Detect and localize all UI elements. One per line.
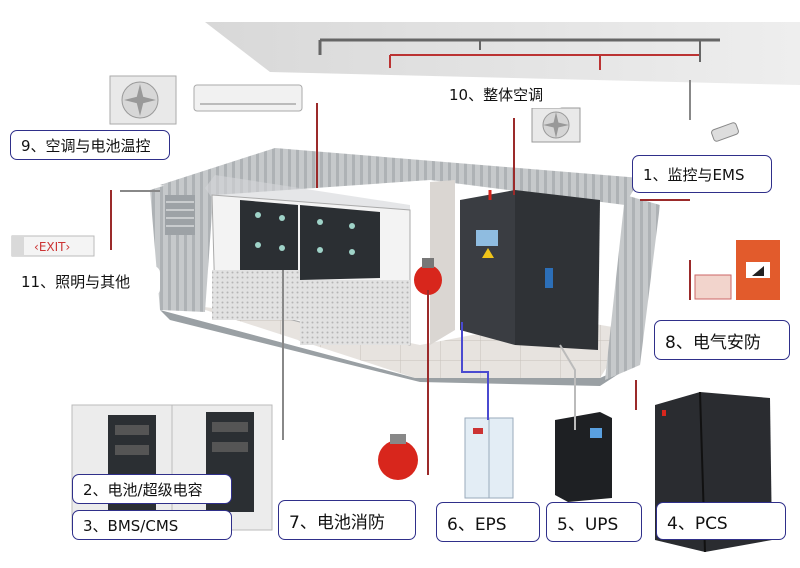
label-battery-supercap: 2、电池/超级电容 bbox=[72, 474, 232, 504]
ceiling-plane bbox=[205, 22, 800, 85]
label-electrical-security: 8、电气安防 bbox=[654, 320, 790, 360]
fire-suppression-unit bbox=[414, 258, 442, 295]
bottom-eps-cabinet bbox=[464, 417, 514, 499]
label-bms-cms: 3、BMS/CMS bbox=[72, 510, 232, 540]
label-lighting-other: 11、照明与其他 bbox=[10, 266, 160, 296]
battery-racks bbox=[211, 194, 411, 346]
label-integrated-ac: 10、整体空调 bbox=[438, 80, 566, 108]
air-conditioner-units bbox=[109, 75, 303, 125]
camera-icon bbox=[689, 80, 739, 142]
pcs-cabinets-inside bbox=[460, 190, 600, 350]
label-ups: 5、UPS bbox=[546, 502, 642, 542]
label-eps: 6、EPS bbox=[436, 502, 540, 542]
bottom-fire-suppression bbox=[378, 434, 418, 480]
exit-sign-text: ‹EXIT› bbox=[34, 240, 70, 254]
label-monitor-ems: 1、监控与EMS bbox=[632, 155, 772, 193]
integrated-ac-fan-icon bbox=[531, 107, 581, 143]
bottom-ups-unit bbox=[555, 412, 612, 502]
label-pcs: 4、PCS bbox=[656, 502, 786, 540]
label-ac-battery-temp: 9、空调与电池温控 bbox=[10, 130, 170, 160]
alarm-panels bbox=[694, 240, 780, 300]
label-battery-fire: 7、电池消防 bbox=[278, 500, 416, 540]
leader-lines bbox=[110, 103, 691, 475]
exit-sign-icon bbox=[11, 235, 95, 257]
